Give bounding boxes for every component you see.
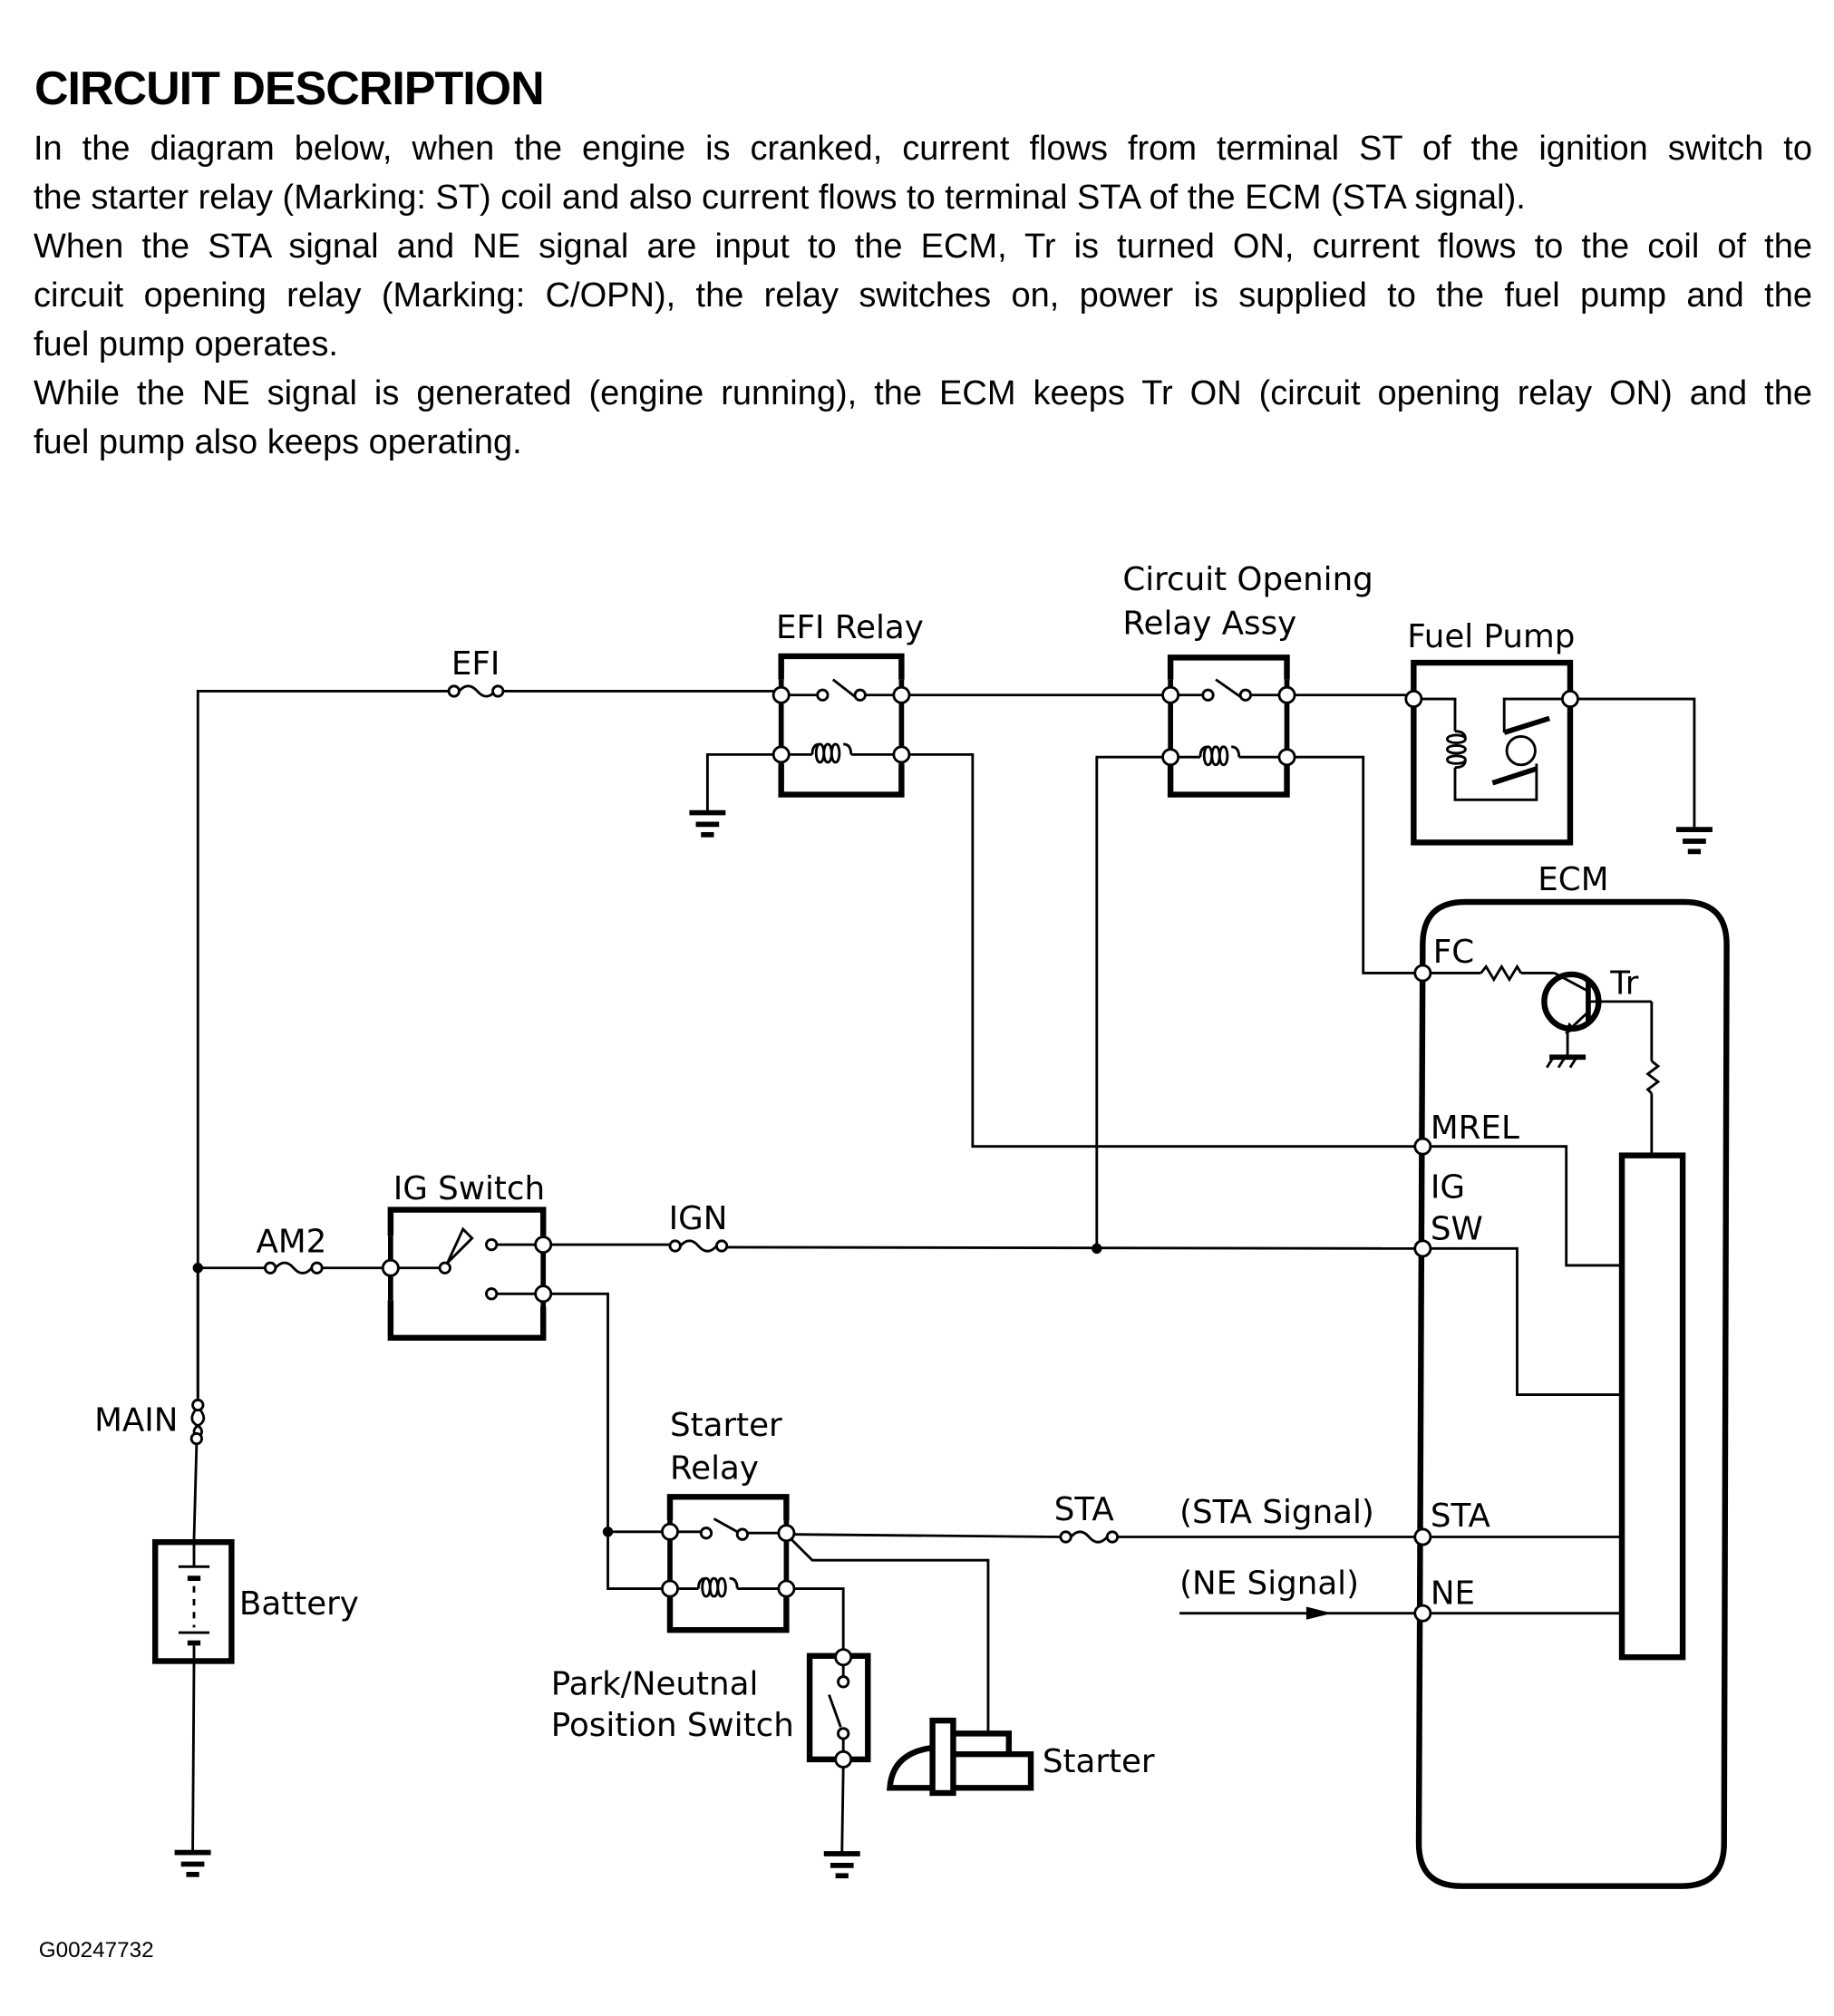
ign-fuse-label: IGN xyxy=(669,1200,728,1237)
fc-wire xyxy=(1295,755,1415,974)
pump-ground-wire xyxy=(1577,697,1696,829)
pn-switch-label-line-2: Position Switch xyxy=(551,1707,794,1744)
description-line-7: fuel pump also keeps operating. xyxy=(34,423,522,461)
sta-fuse-label: STA xyxy=(1054,1491,1115,1528)
fc-terminal xyxy=(1413,964,1432,983)
pn-switch-label-line-1: Park/Neutnal xyxy=(551,1666,759,1703)
ig-switch: IG Switch xyxy=(381,1170,553,1342)
description-line-2: the starter relay (Marking: ST) coil and… xyxy=(34,179,1526,217)
park-neutral-position-switch: Park/Neutnal Position Switch xyxy=(551,1648,871,1769)
ecm: ECM FC MREL IG SW STA NE xyxy=(1415,861,1730,1889)
starter-relay-label-line-2: Relay xyxy=(670,1449,759,1487)
description-line-3: When the STA signal and NE signal are in… xyxy=(34,228,1812,266)
arrow-right-icon xyxy=(1305,1606,1333,1620)
starter-feed-wire xyxy=(791,1538,990,1734)
efi-relay-label: EFI Relay xyxy=(776,609,924,646)
description-line-6: While the NE signal is generated (engine… xyxy=(34,374,1812,412)
pump-motor-icon xyxy=(1491,715,1550,786)
pn-switch-feed-wire xyxy=(793,1587,845,1650)
efi-fuse-label: EFI xyxy=(451,645,500,683)
starter-relay-label-line-1: Starter xyxy=(670,1407,782,1444)
ne-terminal xyxy=(1413,1604,1432,1623)
ecm-terminal-igsw-line-2: SW xyxy=(1431,1210,1483,1247)
cor-label-line-2: Relay Assy xyxy=(1122,606,1296,643)
ecm-terminal-mrel: MREL xyxy=(1431,1110,1519,1147)
sta-terminal xyxy=(1413,1527,1432,1546)
description-line-4: circuit opening relay (Marking: C/OPN), … xyxy=(34,276,1812,315)
pump-coil-icon xyxy=(1446,730,1467,770)
am2-fuse: AM2 xyxy=(256,1224,326,1275)
main-fuse-label: MAIN xyxy=(94,1402,178,1439)
starter-relay: Starter Relay xyxy=(661,1407,796,1633)
ecm-terminal-ne: NE xyxy=(1431,1575,1475,1613)
mrel-terminal xyxy=(1413,1137,1432,1156)
ecm-terminal-fc: FC xyxy=(1433,934,1474,971)
ground-icon xyxy=(1675,827,1713,855)
transistor-label: Tr xyxy=(1609,964,1639,1002)
am2-fuse-label: AM2 xyxy=(256,1224,326,1261)
description-line-1: In the diagram below, when the engine is… xyxy=(34,130,1812,168)
ecm-control-block xyxy=(1618,1152,1686,1661)
junction-dot xyxy=(1092,1243,1102,1255)
efi-relay: EFI Relay xyxy=(771,609,924,798)
figure-id: G00247732 xyxy=(39,1938,154,1963)
ground-icon xyxy=(823,1851,860,1879)
fuel-pump-label: Fuel Pump xyxy=(1407,618,1575,655)
ign-fuse: IGN xyxy=(669,1200,729,1253)
main-fuse: MAIN xyxy=(94,1398,206,1446)
cor-label-line-1: Circuit Opening xyxy=(1122,561,1373,598)
igsw-wire xyxy=(726,1245,1415,1250)
ground-icon xyxy=(174,1849,211,1877)
ecm-label: ECM xyxy=(1538,861,1608,898)
mrel-wire xyxy=(908,752,1415,1149)
st-wire xyxy=(550,1292,663,1590)
igsw-terminal xyxy=(1413,1239,1432,1258)
ne-signal-label: (NE Signal) xyxy=(1179,1565,1359,1602)
junction-dot xyxy=(192,1263,203,1274)
sta-wire xyxy=(793,1533,1061,1538)
resistor-icon xyxy=(1645,1060,1661,1095)
page-title: CIRCUIT DESCRIPTION xyxy=(34,63,545,115)
ig-switch-label: IG Switch xyxy=(393,1170,545,1207)
battery-label: Battery xyxy=(239,1585,359,1623)
sta-fuse: STA xyxy=(1054,1491,1120,1544)
main-bus-wire xyxy=(196,690,781,1398)
main-to-battery-wire xyxy=(192,1443,199,1540)
efi-fuse: EFI xyxy=(447,645,505,698)
starter-motor-icon: Starter xyxy=(887,1717,1155,1797)
pn-switch-ground-wire xyxy=(840,1767,845,1853)
fuel-pump: Fuel Pump xyxy=(1404,618,1579,846)
resistor-icon xyxy=(1480,964,1522,983)
ecm-terminal-connectors xyxy=(1413,964,1432,1623)
transistor-icon: Tr xyxy=(1541,964,1652,1069)
battery-ground-wire xyxy=(191,1661,196,1853)
starter-label: Starter xyxy=(1043,1743,1155,1780)
junction-dot xyxy=(602,1527,614,1537)
cor-coil-feed-wire xyxy=(1095,755,1163,1249)
circuit-opening-relay: Circuit Opening Relay Assy xyxy=(1122,561,1373,798)
description-line-5: fuel pump operates. xyxy=(34,325,338,363)
sta-signal-label: (STA Signal) xyxy=(1179,1494,1374,1531)
efi-relay-ground-wire xyxy=(705,752,774,812)
ground-icon xyxy=(689,809,726,838)
ig-switch-lever-icon xyxy=(446,1226,474,1265)
battery: Battery xyxy=(151,1538,359,1664)
ecm-terminal-sta: STA xyxy=(1431,1497,1491,1535)
ecm-terminal-igsw-line-1: IG xyxy=(1431,1169,1465,1207)
